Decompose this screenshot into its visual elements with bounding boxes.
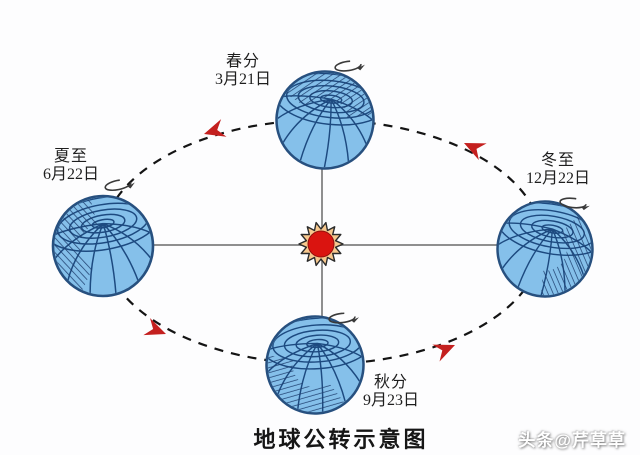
label-autumn-equinox: 秋分 9月23日 <box>346 374 436 410</box>
earth-globe-autumn <box>259 312 378 418</box>
night-shade-hatch <box>540 213 596 300</box>
sun-icon <box>298 221 344 267</box>
season-date: 6月22日 <box>42 166 99 183</box>
watermark: 头条@芹草草 <box>518 431 626 450</box>
earth-globe-spring <box>268 66 390 174</box>
night-shade-hatch <box>282 68 377 119</box>
season-date: 12月22日 <box>525 170 590 187</box>
season-name: 秋分 <box>373 374 408 391</box>
season-date: 9月23日 <box>362 392 419 409</box>
earth-globe-summer <box>41 186 173 305</box>
orbit-direction-arrow-top-right <box>460 134 487 161</box>
earth-globe-winter <box>486 193 611 306</box>
season-name: 夏至 <box>53 148 88 165</box>
label-summer-solstice: 夏至 6月22日 <box>26 148 116 184</box>
night-shade-hatch <box>50 194 98 295</box>
label-spring-equinox: 春分 3月21日 <box>198 53 288 89</box>
diagram-title: 地球公转示意图 <box>253 427 429 452</box>
season-name: 冬至 <box>540 152 575 169</box>
label-winter-solstice: 冬至 12月22日 <box>503 152 613 188</box>
rotation-arrow-spring <box>333 58 367 75</box>
season-date: 3月21日 <box>214 71 271 88</box>
night-shade-hatch <box>264 354 347 416</box>
season-name: 春分 <box>225 53 260 70</box>
